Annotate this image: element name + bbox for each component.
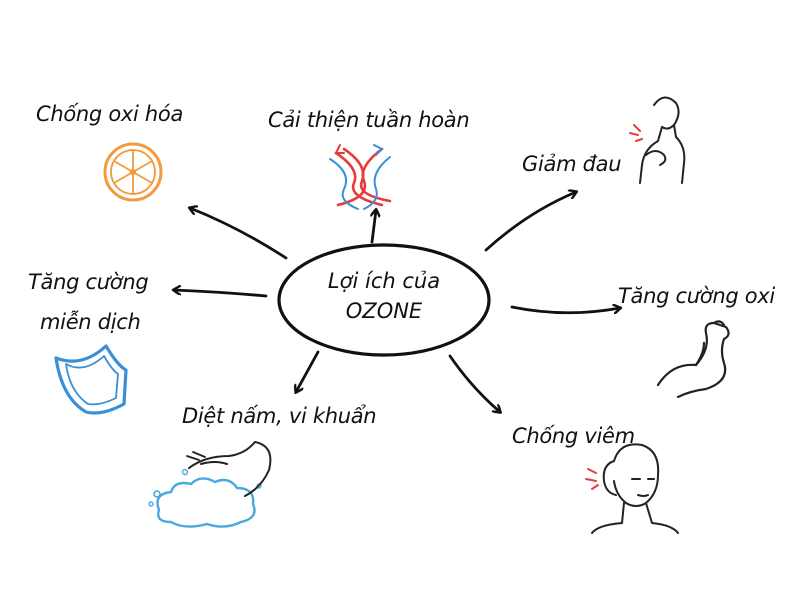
arrow-to-giam-dau xyxy=(484,192,576,252)
washing-hands-icon xyxy=(148,441,272,528)
arrow-to-chong-oxi-hoa xyxy=(190,208,288,260)
center-ellipse xyxy=(277,243,491,357)
label-giam-dau: Giảm đau xyxy=(522,152,622,176)
arrow-to-cai-thien-tuan-hoan xyxy=(372,210,376,244)
center-title-line1: Lợi ích của xyxy=(327,269,441,293)
label-tang-cuong-mien-dich: Tăng cường miễn dịch xyxy=(28,262,149,342)
label-cai-thien-tuan-hoan: Cải thiện tuần hoàn xyxy=(268,108,470,132)
orange-slice-icon xyxy=(103,142,163,202)
arrow-to-tang-cuong-oxi xyxy=(510,307,620,313)
label-chong-viem: Chống viêm xyxy=(512,424,635,448)
flexed-arm-icon xyxy=(656,320,730,399)
arrow-to-tang-cuong-mien-dich xyxy=(174,290,268,298)
headache-icon xyxy=(585,443,679,534)
shield-icon xyxy=(54,344,128,415)
arrow-to-diet-nam xyxy=(296,350,320,392)
center-title: Lợi ích của OZONE xyxy=(284,266,484,326)
label-chong-oxi-hoa: Chống oxi hóa xyxy=(36,102,184,126)
blood-flow-icon xyxy=(329,144,392,210)
label-tang-cuong-mien-dich-line1: Tăng cường xyxy=(28,270,149,294)
arrow-to-chong-viem xyxy=(448,354,500,412)
label-diet-nam-vi-khuan: Diệt nấm, vi khuẩn xyxy=(182,404,377,428)
label-tang-cuong-oxi: Tăng cường oxi xyxy=(618,284,775,308)
label-tang-cuong-mien-dich-line2: miễn dịch xyxy=(40,310,141,334)
center-title-line2: OZONE xyxy=(345,299,423,323)
neck-pain-icon xyxy=(629,96,686,184)
